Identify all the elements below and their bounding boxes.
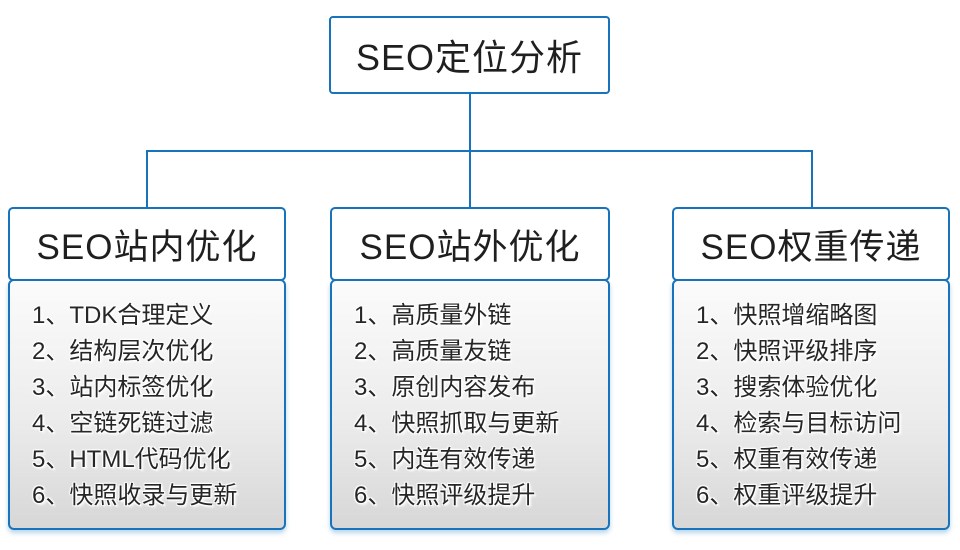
list-item: 2、结构层次优化 — [32, 338, 214, 365]
connector-root-stem — [469, 93, 471, 152]
connector-drop-right — [811, 150, 813, 208]
column-weight-list: 1、快照增缩略图 2、快照评级排序 3、搜索体验优化 4、检索与目标访问 5、权… — [672, 279, 950, 530]
list-item: 3、原创内容发布 — [354, 374, 536, 401]
list-item: 5、权重有效传递 — [696, 446, 878, 473]
list-item: 1、TDK合理定义 — [32, 302, 214, 329]
column-offsite-header: SEO站外优化 — [330, 207, 610, 281]
column-weight-transfer: SEO权重传递 1、快照增缩略图 2、快照评级排序 3、搜索体验优化 4、检索与… — [672, 207, 950, 530]
column-offsite-optimization: SEO站外优化 1、高质量外链 2、高质量友链 3、原创内容发布 4、快照抓取与… — [330, 207, 610, 530]
column-offsite-list: 1、高质量外链 2、高质量友链 3、原创内容发布 4、快照抓取与更新 5、内连有… — [330, 279, 610, 530]
list-item: 3、搜索体验优化 — [696, 374, 878, 401]
list-item: 6、快照评级提升 — [354, 482, 536, 509]
column-onsite-header: SEO站内优化 — [8, 207, 286, 281]
list-item: 3、站内标签优化 — [32, 374, 214, 401]
list-item: 2、快照评级排序 — [696, 338, 878, 365]
list-item: 5、HTML代码优化 — [32, 446, 231, 473]
list-item: 6、快照收录与更新 — [32, 482, 238, 509]
column-weight-header: SEO权重传递 — [672, 207, 950, 281]
list-item: 1、快照增缩略图 — [696, 302, 878, 329]
column-onsite-list: 1、TDK合理定义 2、结构层次优化 3、站内标签优化 4、空链死链过滤 5、H… — [8, 279, 286, 530]
list-item: 1、高质量外链 — [354, 302, 512, 329]
column-onsite-optimization: SEO站内优化 1、TDK合理定义 2、结构层次优化 3、站内标签优化 4、空链… — [8, 207, 286, 530]
connector-drop-middle — [469, 150, 471, 208]
list-item: 4、检索与目标访问 — [696, 410, 902, 437]
list-item: 4、快照抓取与更新 — [354, 410, 560, 437]
connector-drop-left — [146, 150, 148, 208]
connector-horizontal-bar — [146, 150, 813, 152]
list-item: 2、高质量友链 — [354, 338, 512, 365]
list-item: 6、权重评级提升 — [696, 482, 878, 509]
list-item: 5、内连有效传递 — [354, 446, 536, 473]
list-item: 4、空链死链过滤 — [32, 410, 214, 437]
root-node-title: SEO定位分析 — [329, 16, 610, 94]
